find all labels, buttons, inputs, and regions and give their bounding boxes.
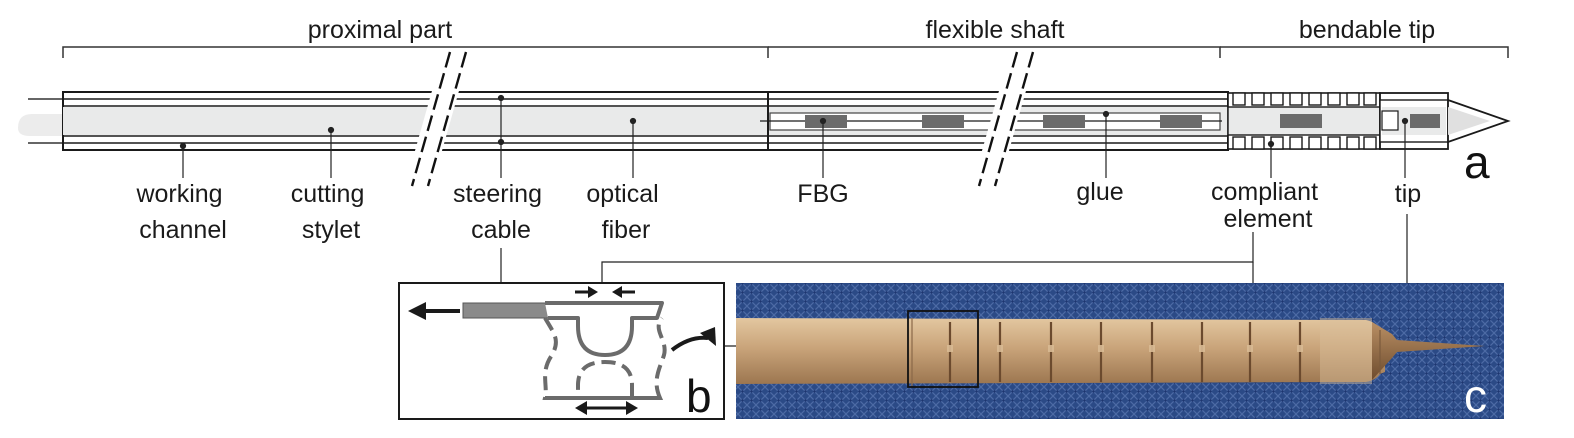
fbg-sensor xyxy=(922,115,964,128)
shaft-bracket xyxy=(768,46,1221,58)
section-brackets xyxy=(62,46,1509,58)
section-label-shaft: flexible shaft xyxy=(926,16,1065,44)
inset-compliant-shape xyxy=(545,301,664,357)
break-mark xyxy=(972,51,1037,187)
panel-label-c: c xyxy=(1464,370,1487,422)
break-mark xyxy=(405,51,470,187)
label-cutting-stylet: cutting stylet xyxy=(291,180,372,244)
cutting-stylet-end xyxy=(18,114,63,136)
panel-b-inset: b xyxy=(398,282,725,422)
fbg-sensor xyxy=(1280,114,1322,128)
fbg-sensor xyxy=(1160,115,1202,128)
tip-bracket xyxy=(1220,46,1509,58)
section-label-proximal: proximal part xyxy=(308,16,453,44)
compliant-slots xyxy=(1232,92,1377,150)
label-tip: tip xyxy=(1395,180,1421,208)
component-labels: working channel cutting stylet steering … xyxy=(135,178,1421,244)
panel-label-b: b xyxy=(686,370,712,422)
fbg-sensor xyxy=(1043,115,1085,128)
label-glue: glue xyxy=(1076,178,1123,206)
panel-c-photo: c xyxy=(736,283,1504,422)
photo-needle-body xyxy=(736,318,1385,384)
fbg-sensors xyxy=(805,115,1202,128)
section-label-tip: bendable tip xyxy=(1299,16,1435,44)
inset-steering-cable xyxy=(462,302,549,319)
inset-highlight-box xyxy=(907,310,979,388)
label-compliant-element: compliant element xyxy=(1211,178,1325,233)
label-working-channel: working channel xyxy=(135,180,229,244)
label-fbg: FBG xyxy=(797,180,848,208)
panel-label-a: a xyxy=(1464,136,1490,188)
label-steering-cable: steering cable xyxy=(453,180,549,244)
label-optical-fiber: optical fiber xyxy=(586,180,665,244)
needle-schematic xyxy=(18,51,1511,187)
fbg-sensor xyxy=(1410,114,1440,128)
proximal-bracket xyxy=(62,46,769,58)
